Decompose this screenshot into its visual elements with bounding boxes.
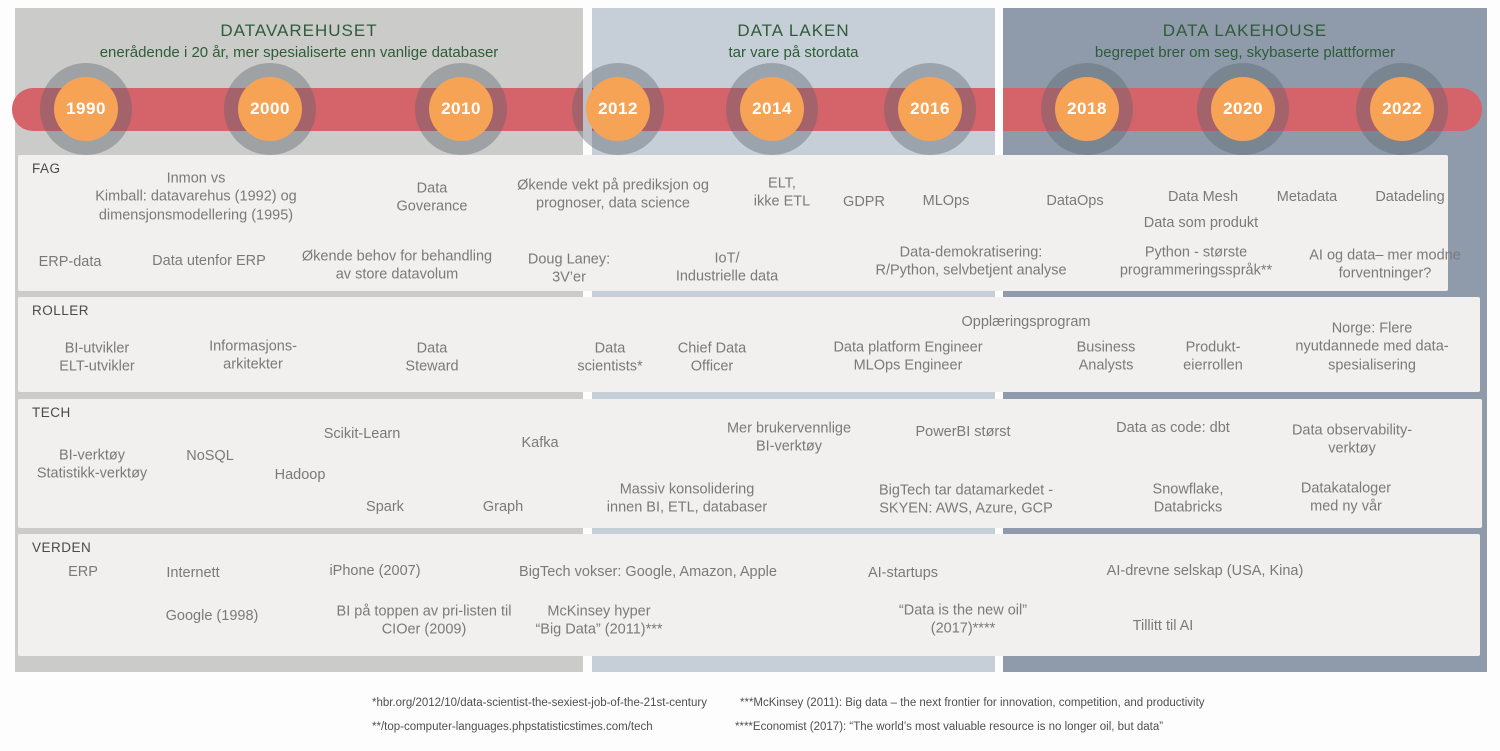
- roller-item-produkt-eierrollen: Produkt- eierrollen: [1183, 339, 1243, 374]
- row-verden-card: VERDEN ERP Internett iPhone (2007) BigTech v…: [18, 534, 1480, 656]
- verden-item-ai-drevne-selskap-usa: AI-drevne selskap (USA, Kina): [1106, 562, 1304, 579]
- era-subtitle: enerådende i 20 år, mer spesialiserte en…: [99, 44, 499, 61]
- verden-item-internett: Internett: [166, 564, 220, 581]
- tech-item-datakataloger-med-ny-vår: Datakataloger med ny vår: [1300, 480, 1392, 515]
- tech-item-data-as-code-dbt: Data as code: dbt: [1116, 419, 1230, 436]
- era-title: DATA LAKEHOUSE: [1162, 21, 1328, 40]
- year-2016-marker: 2016: [898, 77, 962, 141]
- fag-item-dataops: DataOps: [1046, 192, 1104, 209]
- tech-item-graph: Graph: [482, 498, 524, 515]
- fag-item-data-mesh: Data Mesh: [1167, 188, 1239, 205]
- fag-item-iot-industrielle-data: IoT/ Industrielle data: [675, 250, 779, 285]
- tech-item-massiv-konsolidering-innen-bi: Massiv konsolidering innen BI, ETL, data…: [606, 481, 768, 516]
- era-subtitle: begrepet brer om seg, skybaserte plattfo…: [1094, 44, 1396, 61]
- footnote-1: *hbr.org/2012/10/data-scientist-the-sexi…: [372, 697, 707, 709]
- roller-item-norge-flere-nyutdannede-med: Norge: Flere nyutdannede med data- spesi…: [1295, 320, 1449, 374]
- verden-item-erp: ERP: [68, 563, 98, 580]
- year-2018-marker: 2018: [1055, 77, 1119, 141]
- verden-item-tillitt-til-ai: Tillitt til AI: [1132, 617, 1194, 634]
- footnote-3: ***McKinsey (2011): Big data – the next …: [740, 697, 1205, 709]
- row-label-roller: ROLLER: [32, 303, 90, 318]
- tech-item-nosql: NoSQL: [186, 447, 234, 464]
- tech-item-bigtech-tar-datamarkedet-skyen: BigTech tar datamarkedet - SKYEN: AWS, A…: [878, 482, 1054, 517]
- fag-item-datadeling: Datadeling: [1375, 188, 1445, 205]
- footnote-4: ****Economist (2017): “The world’s most …: [735, 721, 1164, 733]
- roller-item-informasjons-arkitekter: Informasjons- arkitekter: [209, 338, 297, 373]
- fag-item-python-største-programmeringsspråk: Python - største programmeringsspråk**: [1119, 244, 1273, 279]
- fag-item-data-demokratisering-r-python: Data-demokratisering: R/Python, selvbetj…: [875, 244, 1067, 279]
- row-roller-card: ROLLER BI-utvikler ELT-utvikler Informasjo…: [18, 297, 1480, 392]
- tech-item-data-observability-verktøy: Data observability- verktøy: [1291, 422, 1413, 457]
- era-title: DATAVAREHUSET: [220, 21, 378, 40]
- tech-item-mer-brukervennlige-bi-verktøy: Mer brukervennlige BI-verktøy: [726, 420, 852, 455]
- year-2010-marker: 2010: [429, 77, 493, 141]
- roller-item-data-scientists: Data scientists*: [577, 340, 643, 375]
- fag-item-gdpr: GDPR: [843, 193, 885, 210]
- tech-item-scikit-learn: Scikit-Learn: [323, 425, 401, 442]
- verden-item-google-1998: Google (1998): [165, 607, 259, 624]
- tech-item-hadoop: Hadoop: [274, 466, 326, 483]
- tech-item-bi-verktøy-statistikk-verktøy: BI-verktøy Statistikk-verktøy: [36, 447, 148, 482]
- roller-item-data-platform-engineer-mlops: Data platform Engineer MLOps Engineer: [833, 339, 983, 374]
- row-tech-card: TECH BI-verktøy Statistikk-verktøy NoSQL Ha…: [18, 399, 1482, 528]
- era-subtitle: tar vare på stordata: [728, 44, 859, 61]
- fag-item-erp-data: ERP-data: [38, 253, 102, 270]
- verden-item-mckinsey-hyper-big-data: McKinsey hyper “Big Data” (2011)***: [535, 603, 663, 638]
- verden-item-iphone-2007: iPhone (2007): [329, 562, 421, 579]
- row-fag-card: FAG Inmon vs Kimball: datavarehus (1992) …: [18, 155, 1461, 291]
- year-2022-marker: 2022: [1370, 77, 1434, 141]
- fag-item-ai-og-data-mer: AI og data– mer modne forventninger?: [1309, 247, 1461, 282]
- fag-item-mlops: MLOps: [922, 192, 970, 209]
- year-1990-marker: 1990: [54, 77, 118, 141]
- fag-item-økende-vekt-på-prediksjon: Økende vekt på prediksjon og prognoser, …: [517, 177, 709, 212]
- verden-item-data-is-the-new: “Data is the new oil” (2017)****: [898, 602, 1028, 637]
- tech-item-snowflake-databricks: Snowflake, Databricks: [1152, 481, 1224, 516]
- fag-item-data-utenfor-erp: Data utenfor ERP: [152, 252, 266, 269]
- row-label-tech: TECH: [32, 405, 71, 420]
- year-2020-marker: 2020: [1211, 77, 1275, 141]
- fag-item-data-som-produkt: Data som produkt: [1143, 214, 1259, 231]
- year-2012-marker: 2012: [586, 77, 650, 141]
- year-2000-marker: 2000: [238, 77, 302, 141]
- roller-item-opplæringsprogram: Opplæringsprogram: [961, 313, 1091, 330]
- year-2014-marker: 2014: [740, 77, 804, 141]
- fag-item-elt-ikke-etl: ELT, ikke ETL: [753, 175, 811, 210]
- era-title: DATA LAKEN: [737, 21, 850, 40]
- fag-item-inmon-vs-kimball-datavarehus: Inmon vs Kimball: datavarehus (1992) og …: [95, 170, 297, 224]
- row-label-fag: FAG: [32, 161, 61, 176]
- roller-item-chief-data-officer: Chief Data Officer: [677, 340, 747, 375]
- footnote-2: **/top-computer-languages.phpstatisticst…: [372, 721, 653, 733]
- roller-item-bi-utvikler-elt-utvikler: BI-utvikler ELT-utvikler: [59, 340, 135, 375]
- verden-item-bi-på-toppen-av: BI på toppen av pri-listen til CIOer (20…: [336, 603, 512, 638]
- fag-item-økende-behov-for-behandling: Økende behov for behandling av store dat…: [301, 248, 493, 283]
- fag-item-data-goverance: Data Goverance: [396, 180, 468, 215]
- row-label-verden: VERDEN: [32, 540, 92, 555]
- roller-item-data-steward: Data Steward: [405, 340, 459, 375]
- tech-item-spark: Spark: [366, 498, 404, 515]
- fag-item-doug-laney-3v-er: Doug Laney: 3V’er: [527, 251, 611, 286]
- verden-item-ai-startups: AI-startups: [867, 564, 939, 581]
- fag-item-metadata: Metadata: [1276, 188, 1338, 205]
- verden-item-bigtech-vokser-google-amazon: BigTech vokser: Google, Amazon, Apple: [519, 563, 777, 580]
- roller-item-business-analysts: Business Analysts: [1076, 339, 1136, 374]
- tech-item-kafka: Kafka: [521, 434, 559, 451]
- tech-item-powerbi-størst: PowerBI størst: [915, 423, 1011, 440]
